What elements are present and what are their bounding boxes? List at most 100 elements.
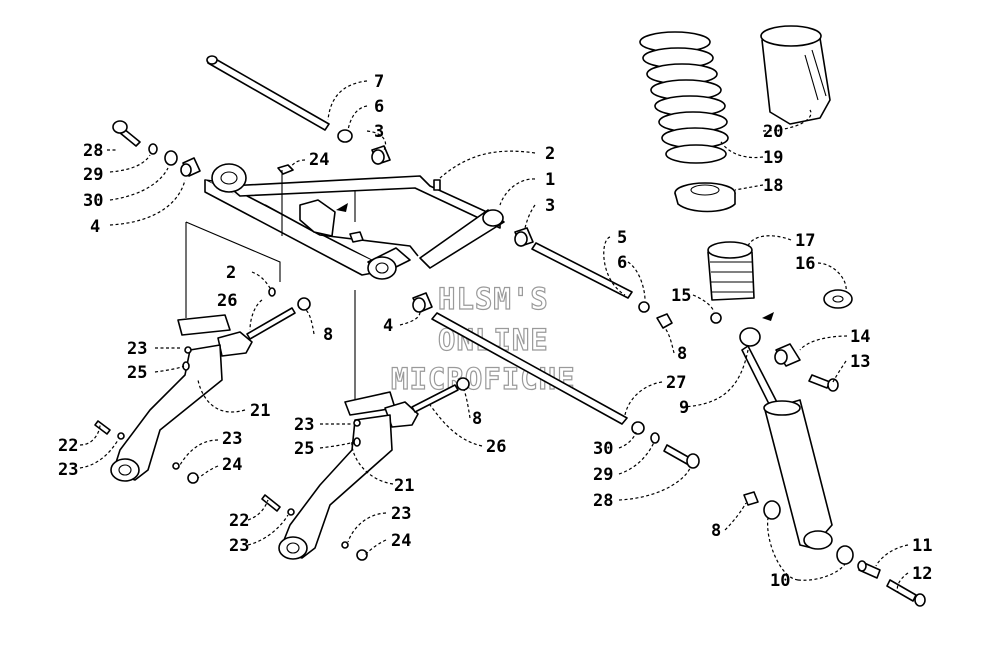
watermark-line-1: HLSM'S <box>438 282 549 316</box>
bolt-13 <box>808 374 839 392</box>
bolt-26-left <box>246 307 296 340</box>
spring-19 <box>639 31 729 164</box>
rod-7 <box>206 55 330 131</box>
callout-17: 17 <box>795 231 815 251</box>
direction-arrows <box>336 203 774 321</box>
nut-24-top <box>277 164 294 175</box>
callout-3: 3 <box>374 122 384 142</box>
callout-23: 23 <box>222 429 242 449</box>
spacer-15 <box>710 312 722 324</box>
arm-21-right <box>278 391 419 560</box>
spacer-14 <box>774 343 801 367</box>
callout-29: 29 <box>83 165 103 185</box>
bolt-28-right <box>663 444 700 469</box>
bushing-4-center <box>412 292 433 313</box>
washer-23-left-c <box>172 462 180 470</box>
pin-22-right <box>261 494 281 512</box>
callout-22: 22 <box>229 511 249 531</box>
bolt-26-right <box>411 384 459 413</box>
callout-8: 8 <box>677 344 687 364</box>
nut-8-right <box>656 313 673 329</box>
callout-25: 25 <box>127 363 147 383</box>
nut-24-right <box>356 549 368 561</box>
callout-4: 4 <box>383 316 393 336</box>
callout-24: 24 <box>309 150 329 170</box>
callout-18: 18 <box>763 176 783 196</box>
washer-30-left <box>164 150 178 166</box>
callout-21: 21 <box>394 476 414 496</box>
callout-25: 25 <box>294 439 314 459</box>
callout-2: 2 <box>545 144 555 164</box>
callout-6: 6 <box>617 253 627 273</box>
callout-28: 28 <box>593 491 613 511</box>
callout-9: 9 <box>679 398 689 418</box>
callout-labels: 7 6 3 28 29 30 4 24 2 1 3 2 26 8 23 25 2… <box>58 72 932 591</box>
callout-23: 23 <box>229 536 249 556</box>
bushing-3-right <box>514 227 534 247</box>
callout-6: 6 <box>374 97 384 117</box>
callout-2: 2 <box>226 263 236 283</box>
bushing-6-right <box>638 301 650 313</box>
bump-stop-17 <box>707 241 755 301</box>
arm-21-left <box>110 314 253 482</box>
nut-8-left <box>297 297 311 311</box>
callout-8: 8 <box>323 325 333 345</box>
shock-absorber-9 <box>739 327 833 550</box>
callout-23: 23 <box>58 460 78 480</box>
callout-24: 24 <box>391 531 411 551</box>
callout-7: 7 <box>374 72 384 92</box>
swing-arm-1 <box>204 163 505 280</box>
pin-2-left <box>268 287 276 297</box>
callout-1: 1 <box>545 170 555 190</box>
callout-15: 15 <box>671 286 691 306</box>
callout-21: 21 <box>250 401 270 421</box>
bushing-3-top <box>371 145 391 165</box>
callout-30: 30 <box>83 191 103 211</box>
callout-3: 3 <box>545 196 555 216</box>
callout-16: 16 <box>795 254 815 274</box>
callout-26: 26 <box>217 291 237 311</box>
callout-27: 27 <box>666 373 686 393</box>
washer-23-right-b <box>287 508 295 516</box>
callout-8: 8 <box>711 521 721 541</box>
washer-29-right <box>650 432 660 444</box>
callout-8: 8 <box>472 409 482 429</box>
bolt-25-right <box>353 437 361 447</box>
washer-23-right <box>353 419 361 427</box>
callout-11: 11 <box>912 536 932 556</box>
nut-8-center <box>456 377 470 391</box>
bushing-10-right <box>836 545 854 565</box>
boot-20 <box>760 25 831 125</box>
callout-30: 30 <box>593 439 613 459</box>
bushing-4-left <box>180 157 201 177</box>
bolt-12 <box>886 579 926 607</box>
washer-30-right <box>631 421 645 435</box>
callout-22: 22 <box>58 436 78 456</box>
leader-lines <box>79 80 909 593</box>
callout-24: 24 <box>222 455 242 475</box>
pin-22-left <box>94 420 111 435</box>
washer-23-left <box>184 346 192 354</box>
bushing-10-left <box>763 500 781 520</box>
callout-28: 28 <box>83 141 103 161</box>
washer-23-left-b <box>117 432 125 440</box>
callout-23: 23 <box>294 415 314 435</box>
callout-14: 14 <box>850 327 870 347</box>
callout-29: 29 <box>593 465 613 485</box>
bushing-6-top <box>337 129 353 143</box>
callout-23: 23 <box>391 504 411 524</box>
callout-23: 23 <box>127 339 147 359</box>
washer-23-right-c <box>341 541 349 549</box>
bolt-28-left <box>112 120 141 147</box>
callout-20: 20 <box>763 122 783 142</box>
callout-26: 26 <box>486 437 506 457</box>
callout-12: 12 <box>912 564 932 584</box>
rod-5 <box>531 242 633 299</box>
callout-13: 13 <box>850 352 870 372</box>
spring-seat-18 <box>674 182 736 213</box>
nut-8-shock <box>743 491 759 506</box>
spacer-11 <box>857 560 881 579</box>
pin-2-top <box>433 179 441 191</box>
